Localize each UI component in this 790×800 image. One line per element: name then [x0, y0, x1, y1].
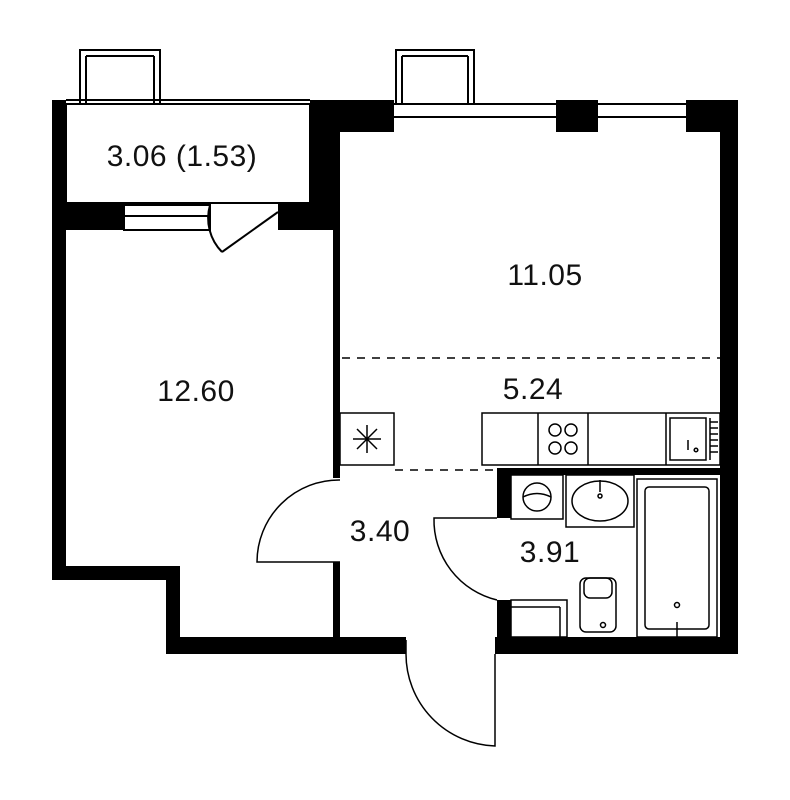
ventilation-box — [339, 412, 395, 466]
sink-icon — [669, 417, 718, 461]
wall-bedroom-partition — [333, 230, 340, 478]
wall-top-mid-pier — [556, 100, 598, 132]
doors — [256, 479, 498, 747]
balcony-area-label: 3.06 (1.53) — [107, 140, 258, 173]
kitchen-counter — [481, 412, 721, 466]
wall-bath-top — [497, 468, 724, 475]
balcony-outline — [65, 103, 311, 204]
ventilation-icon — [353, 425, 381, 453]
bathroom-fixtures — [510, 474, 718, 638]
wall-bath-left-low — [497, 600, 511, 640]
wall-left-step — [166, 566, 180, 654]
wall-bottom-left — [166, 637, 406, 654]
wall-bedroom-top-left — [52, 203, 124, 230]
living-windows — [394, 49, 686, 118]
bathtub-icon — [636, 478, 718, 638]
wall-top-right-pier — [686, 100, 738, 132]
washing-machine-icon — [510, 474, 564, 520]
balcony-window-left — [79, 49, 161, 104]
bedroom-door — [256, 479, 341, 563]
kitchen-area-label: 5.24 — [503, 373, 563, 406]
wall-bath-left-top — [497, 468, 511, 518]
bath-shelf — [510, 599, 568, 638]
wall-left-bottom — [52, 566, 180, 580]
balcony — [65, 49, 311, 253]
balcony-door-swing — [207, 204, 223, 253]
balcony-door — [221, 211, 279, 253]
bathroom-door — [433, 517, 498, 601]
bathroom-area-label: 3.91 — [520, 536, 580, 569]
stove-icon — [548, 423, 578, 455]
wall-bottom-right — [495, 637, 738, 654]
wall-center-stub — [278, 203, 340, 230]
living-window-top — [395, 49, 475, 104]
walls — [52, 100, 738, 654]
sink-icon — [565, 474, 635, 528]
entrance-door — [405, 653, 496, 747]
kitchen-counters — [339, 412, 721, 466]
bedroom-area-label: 12.60 — [157, 375, 235, 408]
wall-left — [52, 100, 66, 580]
living-area-label: 11.05 — [507, 259, 582, 292]
hallway-area-label: 3.40 — [350, 515, 410, 548]
toilet-icon — [579, 577, 617, 633]
wall-right — [720, 100, 738, 654]
wall-bedroom-partition-low — [333, 562, 340, 640]
bedroom-window — [123, 204, 211, 231]
